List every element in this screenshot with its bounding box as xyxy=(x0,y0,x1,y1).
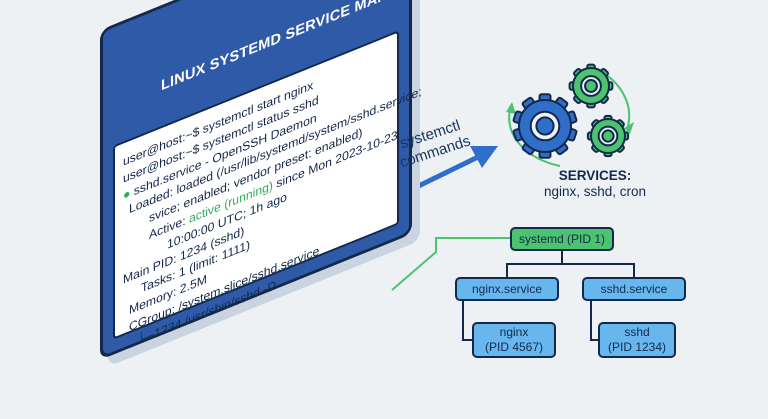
small-gear-icon xyxy=(586,114,630,158)
process-tree-lines xyxy=(462,251,635,341)
process-pid: (PID 4567) xyxy=(484,340,544,354)
sshd-process-node: sshd (PID 1234) xyxy=(598,322,676,358)
process-name: sshd xyxy=(624,325,650,339)
top-gear-icon xyxy=(568,63,614,109)
large-gear-icon xyxy=(512,93,578,159)
process-pid: (PID 1234) xyxy=(607,340,667,354)
cycle-arrowhead-right xyxy=(624,122,634,134)
sshd-service-node: sshd.service xyxy=(582,277,686,301)
services-title: SERVICES: xyxy=(558,168,632,183)
process-name: nginx xyxy=(499,325,529,339)
systemd-node: systemd (PID 1) xyxy=(510,227,614,251)
nginx-process-node: nginx (PID 4567) xyxy=(472,322,556,358)
services-list: nginx, sshd, cron xyxy=(543,184,647,199)
nginx-service-node: nginx.service xyxy=(455,277,559,301)
cycle-arrow-left xyxy=(508,109,561,167)
cycle-arrowhead-left xyxy=(506,102,516,114)
terminal-to-systemd-connector xyxy=(391,237,510,291)
